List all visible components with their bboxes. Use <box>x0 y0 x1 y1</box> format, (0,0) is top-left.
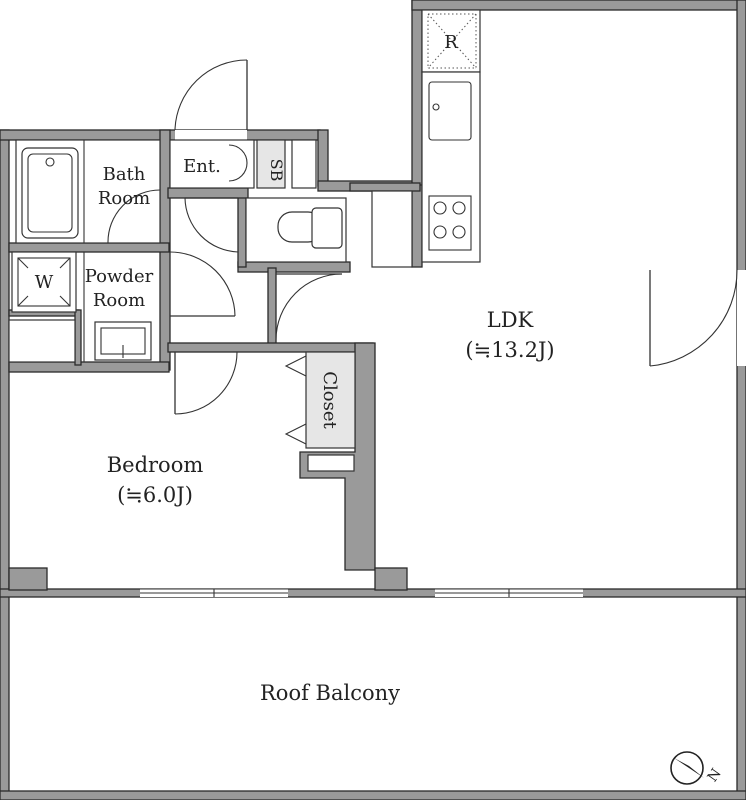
washer-label: W <box>35 272 54 293</box>
entrance-area <box>169 59 413 268</box>
bedroom-label: Bedroom <box>107 453 204 477</box>
powder-label-line2: Room <box>93 290 145 311</box>
ldk-label: LDK <box>487 308 534 332</box>
refrigerator-label: R <box>444 32 458 53</box>
bath-label-line2: Room <box>98 188 150 209</box>
balcony-label: Roof Balcony <box>260 681 400 705</box>
shoe-box-label: SB <box>267 159 286 182</box>
kitchen <box>421 9 481 263</box>
compass-north-label: N <box>705 766 725 785</box>
bath-room <box>15 139 161 244</box>
entrance-label: Ent. <box>183 156 221 177</box>
compass: N <box>670 751 725 785</box>
wall-openings <box>140 130 746 597</box>
ldk-side-door <box>649 269 738 367</box>
corridor-doors <box>169 251 343 415</box>
powder-room <box>8 251 152 363</box>
bedroom-size: (≒6.0J) <box>117 483 193 507</box>
ldk-size: (≒13.2J) <box>465 338 554 362</box>
closet <box>284 351 356 472</box>
powder-label-line1: Powder <box>85 266 154 287</box>
bath-label-line1: Bath <box>103 164 146 185</box>
closet-label: Closet <box>319 371 340 429</box>
labels: Bath Room Powder Room W Ent. SB Closet R… <box>35 32 555 705</box>
